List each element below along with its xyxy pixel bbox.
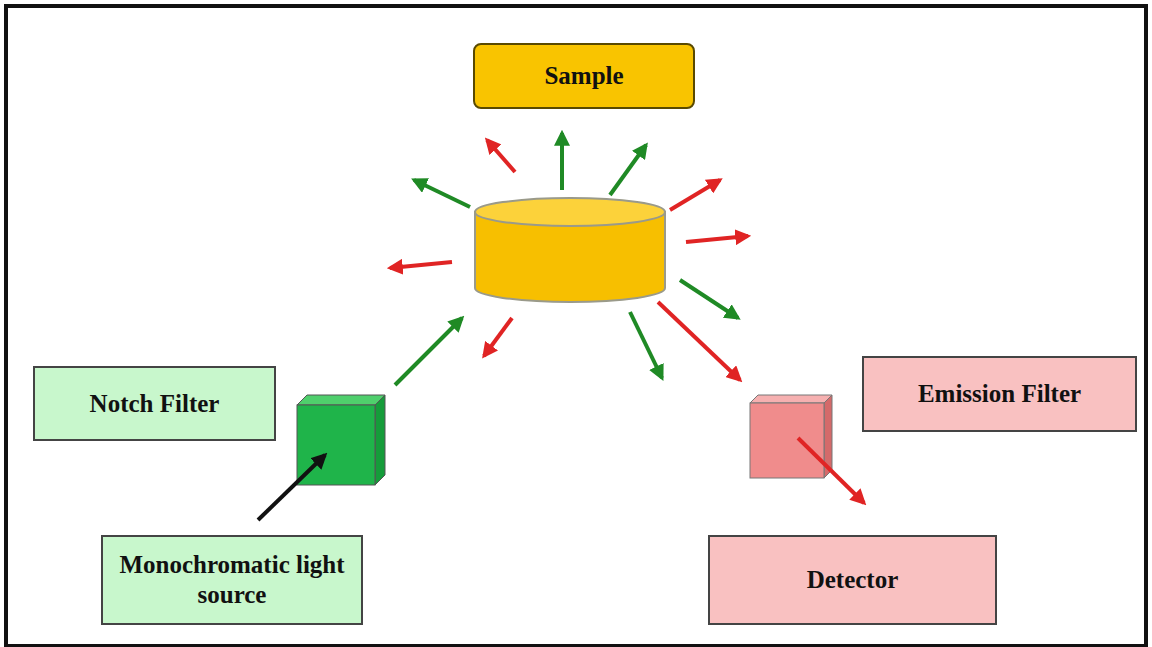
label-text: Sample bbox=[544, 61, 623, 91]
component-label: Emission Filter bbox=[862, 356, 1137, 432]
component-label: Monochromatic light source bbox=[101, 535, 363, 625]
frame bbox=[6, 6, 1146, 646]
label-text: Monochromatic light source bbox=[115, 550, 349, 610]
light-rays bbox=[258, 133, 864, 520]
component-label: Notch Filter bbox=[33, 366, 276, 441]
component-label: Detector bbox=[708, 535, 997, 625]
sample-label: Sample bbox=[473, 43, 695, 109]
label-text: Notch Filter bbox=[90, 389, 220, 419]
label-text: Emission Filter bbox=[918, 379, 1081, 409]
emission-filter-cube bbox=[750, 395, 832, 478]
sample-cylinder bbox=[475, 198, 665, 302]
label-text: Detector bbox=[807, 565, 899, 595]
